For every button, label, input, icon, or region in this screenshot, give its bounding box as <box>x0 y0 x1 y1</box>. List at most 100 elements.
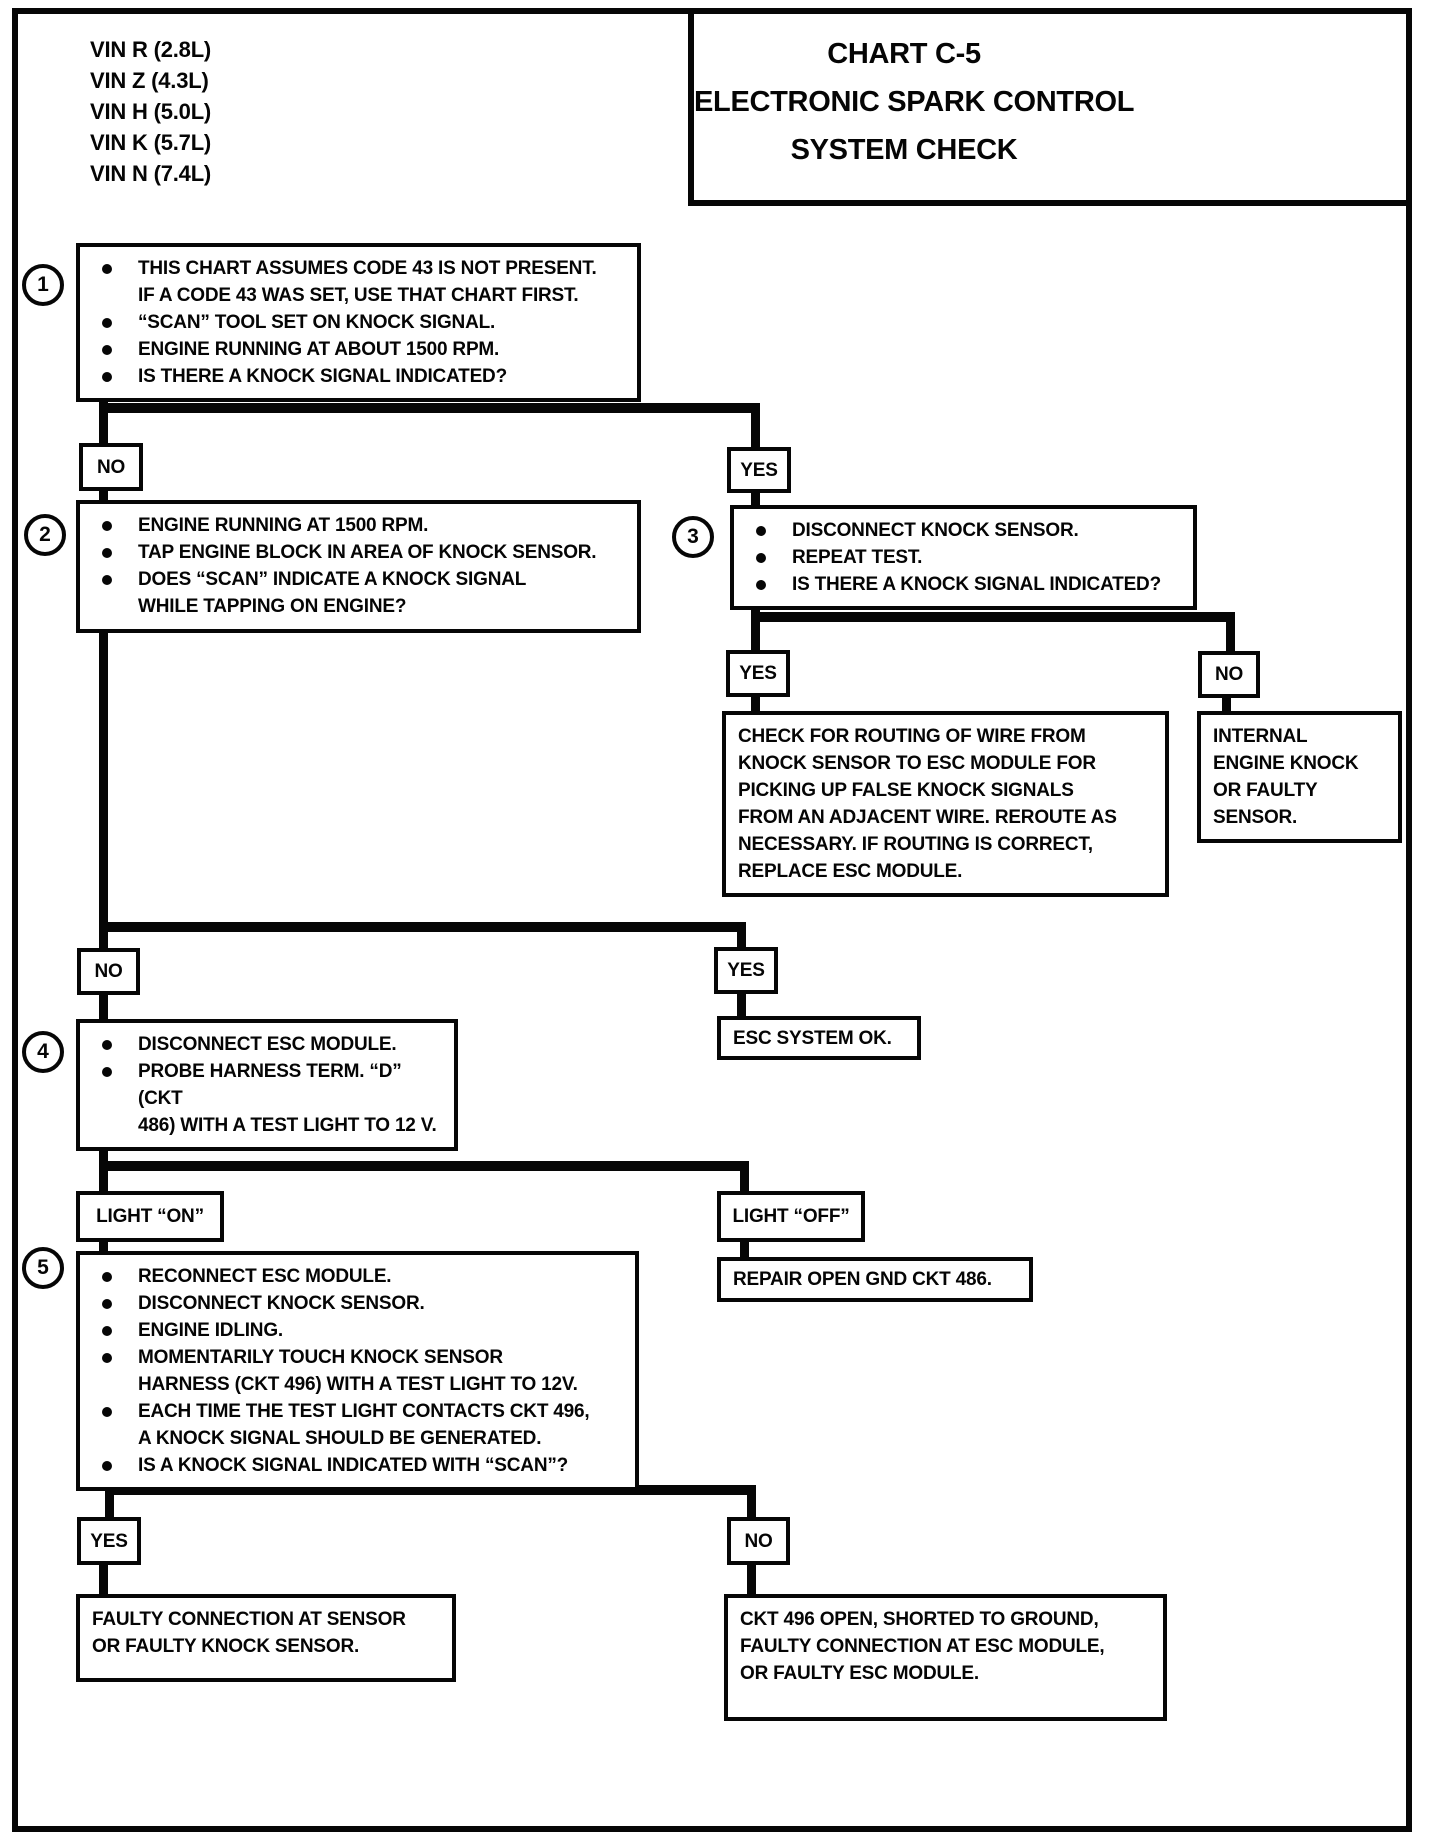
connector-line <box>751 492 760 506</box>
vin-list: VIN R (2.8L) VIN Z (4.3L) VIN H (5.0L) V… <box>90 34 211 189</box>
step-number-4: 4 <box>22 1031 64 1073</box>
connector-line <box>751 622 760 650</box>
result-box-reroute-wire: CHECK FOR ROUTING OF WIRE FROM KNOCK SEN… <box>722 711 1169 897</box>
connector-line <box>751 696 760 712</box>
branch-label-step3-no: NO <box>1198 651 1260 698</box>
bullet-icon <box>756 553 766 563</box>
connector-line <box>737 993 746 1017</box>
branch-label-step1-yes: YES <box>727 447 791 493</box>
step-item: ENGINE RUNNING AT 1500 RPM. <box>138 515 429 536</box>
connector-line <box>1222 697 1231 712</box>
step-number-label: 3 <box>687 525 699 548</box>
step-item: ENGINE RUNNING AT ABOUT 1500 RPM. <box>138 339 500 360</box>
branch-label-step3-yes: YES <box>726 650 790 697</box>
step-number-label: 5 <box>37 1256 49 1279</box>
step-box-2: ENGINE RUNNING AT 1500 RPM. TAP ENGINE B… <box>76 500 641 633</box>
branch-label-step1-no: NO <box>79 443 143 491</box>
connector-line <box>99 395 108 443</box>
step-item: IS A KNOCK SIGNAL INDICATED WITH “SCAN”? <box>138 1455 569 1476</box>
step-item: REPEAT TEST. <box>792 547 923 568</box>
connector-line <box>737 932 746 948</box>
step-item: THIS CHART ASSUMES CODE 43 IS NOT PRESEN… <box>138 258 597 306</box>
step-item: IS THERE A KNOCK SIGNAL INDICATED? <box>138 366 507 387</box>
connector-line <box>747 1564 756 1595</box>
connector-line <box>740 1171 749 1192</box>
connector-line <box>751 600 760 622</box>
step-box-1: THIS CHART ASSUMES CODE 43 IS NOT PRESEN… <box>76 243 641 402</box>
chart-title-box: CHART C-5 ELECTRONIC SPARK CONTROL SYSTE… <box>688 8 1412 206</box>
branch-label-step2-yes: YES <box>714 947 778 994</box>
step-item: EACH TIME THE TEST LIGHT CONTACTS CKT 49… <box>138 1401 590 1449</box>
connector-line <box>99 922 746 932</box>
step-item: PROBE HARNESS TERM. “D” (CKT 486) WITH A… <box>138 1061 437 1136</box>
step-item: “SCAN” TOOL SET ON KNOCK SIGNAL. <box>138 312 496 333</box>
vin-item: VIN R (2.8L) <box>90 37 212 62</box>
step-item: DISCONNECT ESC MODULE. <box>138 1034 397 1055</box>
step-item: DISCONNECT KNOCK SENSOR. <box>138 1293 425 1314</box>
connector-line <box>740 1241 749 1258</box>
connector-line <box>99 633 108 949</box>
step-number-label: 2 <box>39 523 51 546</box>
chart-title-line2: ELECTRONIC SPARK CONTROL <box>694 86 1135 118</box>
step-box-4: DISCONNECT ESC MODULE. PROBE HARNESS TER… <box>76 1019 458 1151</box>
connector-line <box>1226 622 1235 651</box>
connector-line <box>751 403 760 447</box>
chart-title-line1: CHART C-5 <box>827 38 981 70</box>
step-box-3: DISCONNECT KNOCK SENSOR. REPEAT TEST. IS… <box>730 505 1197 610</box>
step-number-2: 2 <box>24 514 66 556</box>
result-box-esc-system-ok: ESC SYSTEM OK. <box>717 1016 921 1060</box>
step-item: MOMENTARILY TOUCH KNOCK SENSOR HARNESS (… <box>138 1347 578 1395</box>
connector-line <box>99 1564 108 1595</box>
step-number-label: 4 <box>37 1040 49 1063</box>
chart-title: CHART C-5 ELECTRONIC SPARK CONTROL SYSTE… <box>694 14 1135 167</box>
chart-title-line3: SYSTEM CHECK <box>790 134 1018 166</box>
connector-line <box>99 490 108 501</box>
branch-label-step5-no: NO <box>727 1517 790 1565</box>
step-number-3: 3 <box>672 516 714 558</box>
bullet-icon <box>102 345 112 355</box>
connector-line <box>99 1241 108 1252</box>
bullet-icon <box>102 372 112 382</box>
step-item: TAP ENGINE BLOCK IN AREA OF KNOCK SENSOR… <box>138 542 597 563</box>
result-box-ckt-496: CKT 496 OPEN, SHORTED TO GROUND, FAULTY … <box>724 1594 1167 1721</box>
branch-label-light-off: LIGHT “OFF” <box>717 1191 865 1242</box>
step-item: ENGINE IDLING. <box>138 1320 283 1341</box>
bullet-icon <box>102 1040 112 1050</box>
step-number-5: 5 <box>22 1247 64 1289</box>
vin-item: VIN K (5.7L) <box>90 130 212 155</box>
vin-item: VIN H (5.0L) <box>90 99 212 124</box>
connector-line <box>751 612 1235 622</box>
bullet-icon <box>102 1326 112 1336</box>
step-item: IS THERE A KNOCK SIGNAL INDICATED? <box>792 574 1161 595</box>
connector-line <box>99 403 760 413</box>
connector-line <box>99 1161 749 1171</box>
result-box-repair-gnd: REPAIR OPEN GND CKT 486. <box>717 1257 1033 1302</box>
branch-label-step5-yes: YES <box>77 1517 141 1565</box>
bullet-icon <box>102 318 112 328</box>
bullet-icon <box>756 580 766 590</box>
result-box-internal-knock: INTERNAL ENGINE KNOCK OR FAULTY SENSOR. <box>1197 711 1402 843</box>
bullet-icon <box>102 1299 112 1309</box>
branch-label-step2-no: NO <box>77 948 140 995</box>
vin-item: VIN N (7.4L) <box>90 161 212 186</box>
connector-line <box>99 995 108 1020</box>
step-item: DOES “SCAN” INDICATE A KNOCK SIGNAL WHIL… <box>138 569 527 617</box>
bullet-icon <box>102 521 112 531</box>
bullet-icon <box>102 1407 112 1417</box>
bullet-icon <box>102 575 112 585</box>
bullet-icon <box>756 526 766 536</box>
connector-line <box>747 1495 756 1518</box>
vin-item: VIN Z (4.3L) <box>90 68 209 93</box>
step-number-label: 1 <box>37 273 49 296</box>
step-item: RECONNECT ESC MODULE. <box>138 1266 392 1287</box>
result-box-faulty-sensor: FAULTY CONNECTION AT SENSOR OR FAULTY KN… <box>76 1594 456 1682</box>
bullet-icon <box>102 1067 112 1077</box>
bullet-icon <box>102 1461 112 1471</box>
bullet-icon <box>102 548 112 558</box>
step-number-1: 1 <box>22 264 64 306</box>
bullet-icon <box>102 1272 112 1282</box>
bullet-icon <box>102 1353 112 1363</box>
step-box-5: RECONNECT ESC MODULE. DISCONNECT KNOCK S… <box>76 1251 639 1491</box>
branch-label-light-on: LIGHT “ON” <box>76 1191 224 1242</box>
